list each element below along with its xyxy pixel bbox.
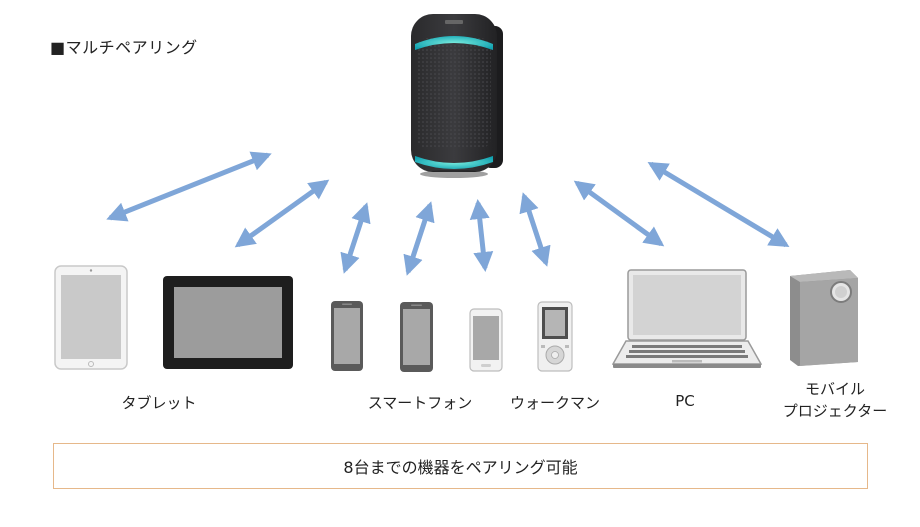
smartphone-icon: [400, 302, 433, 372]
arrow-phone1: [340, 202, 371, 274]
arrow-pc: [573, 180, 665, 247]
arrow-tablet-portrait: [106, 151, 272, 222]
label-walkman: ウォークマン: [509, 394, 600, 412]
arrow-phone3: [469, 199, 494, 272]
label-projector-line1: モバイル: [804, 380, 865, 398]
pairing-summary-box: 8台までの機器をペアリング可能: [53, 443, 868, 489]
label-projector: モバイル プロジェクター: [770, 378, 900, 422]
arrow-projector: [647, 161, 790, 248]
tablet-icon: [163, 276, 293, 369]
smartphone-icon: [469, 308, 503, 372]
arrow-walkman: [519, 192, 551, 267]
arrow-tablet-landscape: [234, 179, 330, 248]
tablet-icon: [54, 265, 128, 370]
walkman-icon: [537, 301, 573, 372]
projector-icon: [790, 270, 858, 366]
speaker-icon: [411, 14, 503, 178]
arrow-phone2: [403, 201, 435, 276]
laptop-icon: [612, 269, 762, 368]
label-projector-line2: プロジェクター: [782, 402, 888, 420]
smartphone-icon: [331, 301, 363, 371]
page-heading: ■マルチペアリング: [50, 38, 198, 57]
pairing-summary-text: 8台までの機器をペアリング可能: [343, 458, 578, 477]
label-smartphone: スマートフォン: [367, 394, 473, 412]
label-tablet: タブレット: [121, 394, 197, 412]
label-pc: PC: [675, 392, 695, 410]
